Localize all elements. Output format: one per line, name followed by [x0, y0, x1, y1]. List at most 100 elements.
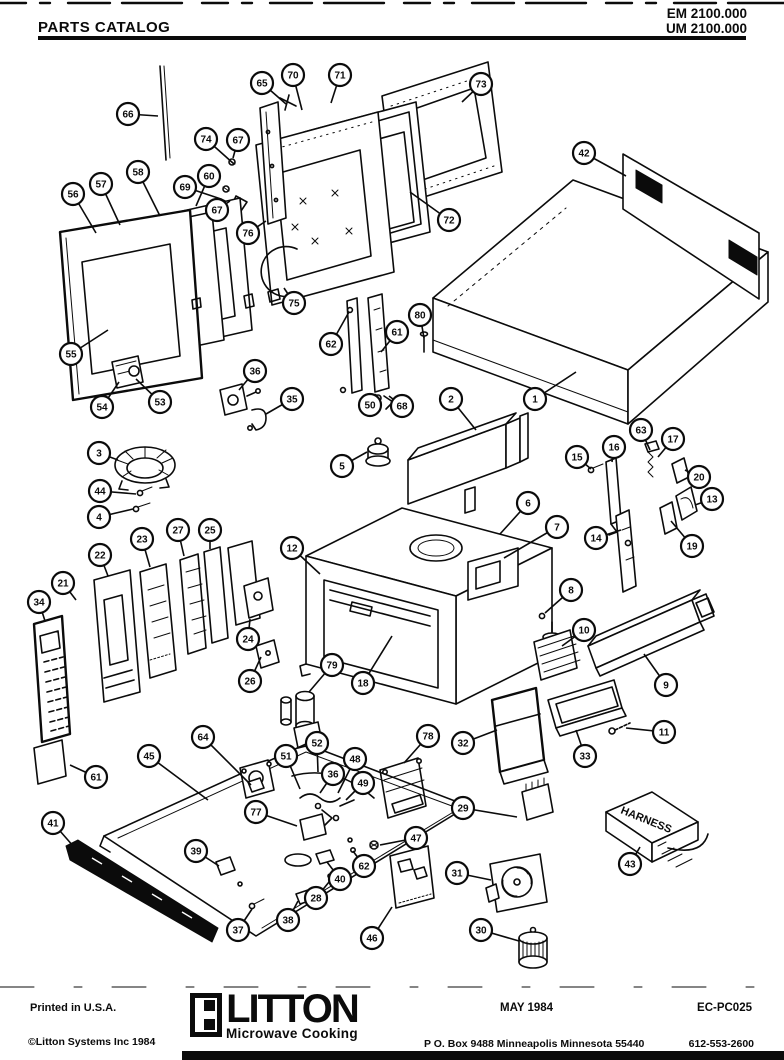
svg-text:12: 12	[286, 544, 298, 555]
part-control-bracket	[93, 569, 141, 703]
part-latch-cluster	[215, 772, 379, 910]
part-interlock-switch	[255, 639, 280, 669]
callout-56: 56	[60, 181, 97, 234]
callout-47: 47	[379, 825, 429, 851]
svg-text:20: 20	[693, 473, 705, 484]
svg-text:34: 34	[33, 598, 45, 609]
svg-text:73: 73	[475, 80, 487, 91]
litton-logo: LITTON Microwave Cooking	[190, 989, 360, 1041]
svg-text:80: 80	[414, 311, 426, 322]
svg-text:37: 37	[232, 926, 244, 937]
callout-18: 18	[350, 635, 393, 696]
svg-text:50: 50	[364, 401, 376, 412]
part-base-trim	[65, 839, 219, 943]
svg-text:61: 61	[391, 328, 403, 339]
svg-text:8: 8	[568, 586, 574, 597]
part-door-inner-assembly	[255, 111, 395, 306]
callout-36: 36	[238, 358, 268, 391]
part-air-duct-bent	[490, 686, 549, 785]
svg-text:60: 60	[203, 172, 215, 183]
part-blower	[485, 853, 548, 913]
callout-68: 68	[388, 393, 415, 419]
callout-62: 62	[351, 850, 377, 879]
part-relay-bracket	[227, 540, 274, 626]
callout-10: 10	[561, 617, 597, 647]
company-address: P O. Box 9488 Minneapolis Minnesota 5544…	[424, 1038, 645, 1050]
callout-52: 52	[304, 730, 330, 773]
svg-text:18: 18	[357, 679, 369, 690]
part-waveguide-cover	[407, 412, 529, 514]
svg-text:36: 36	[249, 367, 261, 378]
callout-7: 7	[503, 514, 570, 559]
svg-text:41: 41	[47, 819, 59, 830]
callout-42: 42	[571, 140, 627, 177]
svg-text:25: 25	[204, 526, 216, 537]
callout-61: 61	[380, 319, 410, 353]
callout-34: 34	[26, 589, 52, 622]
svg-text:76: 76	[242, 229, 254, 240]
svg-text:47: 47	[410, 834, 422, 845]
callout-37: 37	[225, 908, 253, 943]
callout-23: 23	[129, 526, 155, 568]
callout-6: 6	[499, 490, 541, 535]
callout-74: 74	[193, 126, 235, 165]
svg-text:30: 30	[475, 926, 487, 937]
svg-text:65: 65	[256, 79, 268, 90]
svg-text:33: 33	[579, 752, 591, 763]
svg-text:68: 68	[396, 402, 408, 413]
svg-text:1: 1	[532, 395, 538, 406]
svg-text:26: 26	[244, 677, 256, 688]
callout-66: 66	[115, 101, 159, 127]
svg-text:35: 35	[286, 395, 298, 406]
svg-text:11: 11	[659, 728, 670, 739]
callout-35: 35	[265, 386, 305, 415]
callout-30: 30	[468, 917, 520, 943]
part-handle-trim	[159, 65, 171, 161]
callout-51: 51	[273, 743, 301, 790]
svg-text:7: 7	[554, 523, 560, 534]
model-number-1: EM 2100.000	[666, 6, 747, 21]
svg-text:57: 57	[95, 180, 107, 191]
callout-71: 71	[327, 62, 353, 104]
svg-text:14: 14	[590, 534, 602, 545]
svg-text:40: 40	[334, 875, 346, 886]
callout-14: 14	[583, 525, 622, 551]
callout-54: 54	[89, 381, 120, 420]
callout-27: 27	[165, 517, 191, 557]
svg-text:6: 6	[525, 499, 531, 510]
callout-80: 80	[407, 302, 433, 339]
callout-21: 21	[50, 570, 77, 601]
svg-text:61: 61	[90, 773, 102, 784]
callout-40: 40	[326, 861, 353, 892]
callout-39: 39	[183, 838, 220, 867]
svg-text:43: 43	[624, 860, 636, 871]
part-harness-box: HARNESS	[605, 791, 709, 868]
scan-black-bar	[182, 1051, 784, 1060]
callout-57: 57	[88, 171, 121, 226]
svg-text:49: 49	[357, 779, 369, 790]
svg-text:48: 48	[349, 755, 361, 766]
callout-22: 22	[87, 542, 113, 577]
svg-text:31: 31	[451, 869, 463, 880]
callout-31: 31	[444, 860, 492, 886]
callout-61: 61	[69, 764, 109, 790]
part-control-overlay	[32, 614, 72, 744]
callout-5: 5	[329, 451, 368, 479]
svg-text:67: 67	[211, 206, 223, 217]
svg-text:78: 78	[422, 732, 434, 743]
part-power-board	[203, 546, 229, 644]
part-relay-board	[389, 845, 435, 909]
svg-text:67: 67	[232, 136, 244, 147]
callout-12: 12	[279, 535, 321, 575]
svg-text:16: 16	[608, 443, 620, 454]
svg-text:63: 63	[635, 426, 647, 437]
svg-text:5: 5	[339, 462, 345, 473]
callout-78: 78	[403, 723, 441, 764]
svg-text:58: 58	[132, 168, 144, 179]
svg-text:71: 71	[334, 71, 346, 82]
company-phone: 612-553-2600	[688, 1038, 754, 1050]
svg-text:56: 56	[67, 190, 79, 201]
callout-28: 28	[303, 881, 330, 911]
svg-text:79: 79	[326, 661, 338, 672]
